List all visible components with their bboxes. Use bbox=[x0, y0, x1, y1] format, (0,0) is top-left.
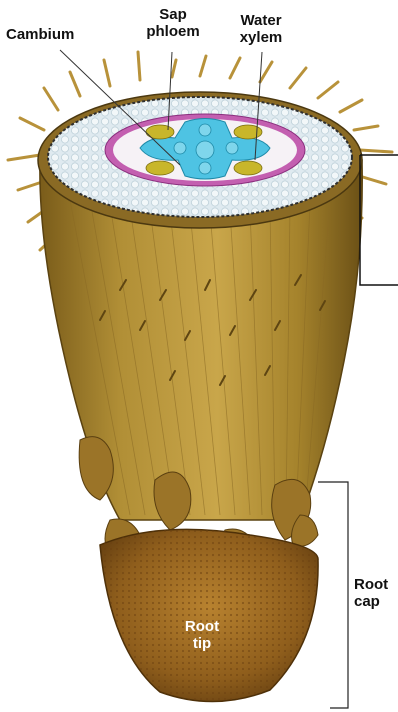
label-root-tip: Root tip bbox=[172, 618, 232, 652]
phloem-patch bbox=[234, 161, 262, 175]
label-root-cap: Root cap bbox=[354, 576, 398, 610]
enlargement-bracket bbox=[360, 155, 398, 285]
label-root-cap-line1: Root bbox=[354, 576, 398, 593]
label-root-tip-line2: tip bbox=[172, 635, 232, 652]
root-cap-texture bbox=[100, 529, 318, 701]
label-cambium: Cambium bbox=[6, 26, 74, 43]
label-sap-phloem-line2: phloem bbox=[134, 23, 212, 40]
label-sap-phloem-line1: Sap bbox=[134, 6, 212, 23]
label-water-xylem-line2: xylem bbox=[226, 29, 296, 46]
cross-section bbox=[38, 92, 362, 228]
label-sap-phloem: Sap phloem bbox=[134, 6, 212, 40]
label-root-cap-line2: cap bbox=[354, 593, 398, 610]
label-water-xylem: Water xylem bbox=[226, 12, 296, 46]
root-cap-bracket bbox=[318, 482, 348, 708]
label-root-tip-line1: Root bbox=[172, 618, 232, 635]
label-water-xylem-line1: Water bbox=[226, 12, 296, 29]
phloem-patch bbox=[234, 125, 262, 139]
phloem-patch bbox=[146, 161, 174, 175]
